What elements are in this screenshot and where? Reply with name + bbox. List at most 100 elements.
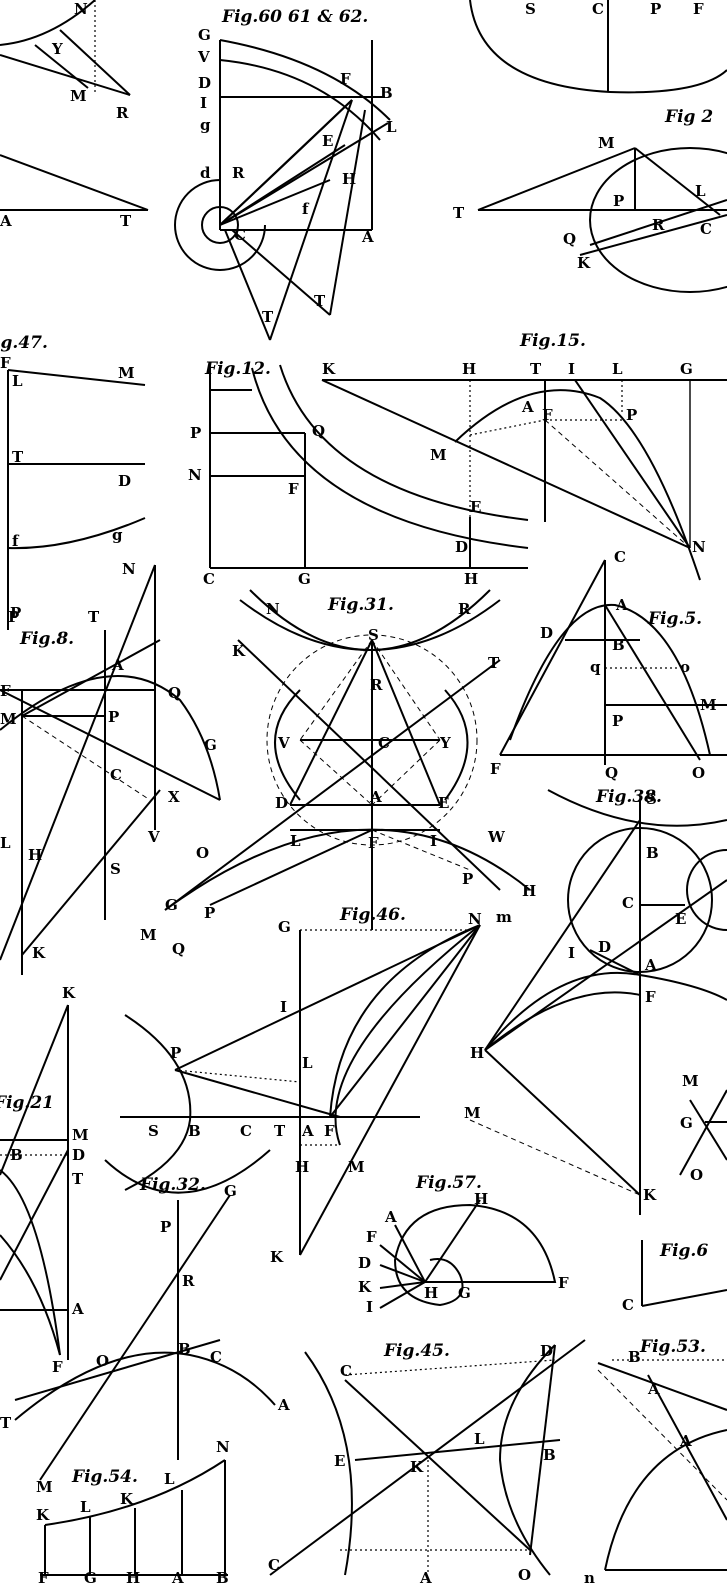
label-S: S bbox=[148, 1122, 159, 1140]
label-R: R bbox=[116, 104, 129, 122]
label-K: M bbox=[682, 1072, 699, 1090]
label-P: P bbox=[462, 870, 473, 888]
label-F: F bbox=[693, 0, 704, 18]
label-H: H bbox=[464, 570, 478, 588]
label-B: B bbox=[188, 1122, 201, 1140]
figure-right-cross: M G O bbox=[679, 1072, 727, 1184]
figure-15: Fig.15. K H T I L G A M F P N bbox=[321, 331, 727, 581]
label-Q: Q bbox=[172, 940, 185, 958]
label-B: B bbox=[646, 844, 659, 862]
label-B: M bbox=[72, 1126, 89, 1144]
label-P: P bbox=[613, 192, 624, 210]
caption-fig60: Fig.60 61 & 62. bbox=[221, 7, 368, 27]
figure-46: Fig.46. G N I P L S B C T A F H M K bbox=[120, 905, 482, 1266]
label-P: P bbox=[10, 604, 21, 622]
label-S: S bbox=[646, 790, 657, 808]
label-M: M bbox=[70, 87, 87, 105]
label-C: H bbox=[126, 1569, 140, 1583]
label-H: O bbox=[518, 1566, 531, 1583]
label-N: N bbox=[188, 466, 202, 484]
label-C: C bbox=[700, 220, 712, 238]
label-T: T bbox=[120, 212, 132, 230]
label-B: P bbox=[160, 1218, 171, 1236]
label-G: B bbox=[10, 1146, 23, 1164]
caption-fig54: Fig.54. bbox=[71, 1467, 138, 1487]
label-K: A bbox=[384, 1208, 397, 1226]
figure-6-fragment: Fig.6 C bbox=[622, 1240, 727, 1314]
label-G: G bbox=[278, 918, 291, 936]
caption-fig38: Fig.38. bbox=[595, 787, 662, 807]
label-M: M bbox=[0, 710, 17, 728]
label-F: F bbox=[645, 988, 656, 1006]
label-m: m bbox=[496, 908, 512, 926]
label-D: D bbox=[455, 538, 468, 556]
label-g: g bbox=[112, 526, 123, 544]
figure-5: Fig.5. C D A B q o M P F Q O bbox=[490, 548, 727, 782]
label-D: D bbox=[275, 794, 288, 812]
label-N: N bbox=[692, 538, 706, 556]
label-E: B bbox=[216, 1569, 229, 1583]
label-F: I bbox=[366, 1298, 373, 1316]
label-F: F bbox=[0, 354, 11, 372]
label-A: D bbox=[72, 1146, 85, 1164]
label-L: N bbox=[216, 1438, 230, 1456]
caption-fig21: Fig.21 bbox=[0, 1093, 54, 1113]
label-M: G bbox=[680, 1114, 693, 1132]
label-O: G bbox=[224, 1182, 237, 1200]
figure-47: Fig.47. F M L T D f g P bbox=[0, 333, 146, 630]
figure-2: Fig 2 M T L P R C Q K bbox=[453, 107, 727, 293]
label-L: L bbox=[695, 182, 706, 200]
label-A: A bbox=[0, 212, 12, 230]
label-A: A bbox=[111, 656, 124, 674]
label-F: T bbox=[72, 1170, 84, 1188]
label-K: L bbox=[164, 1470, 175, 1488]
label-F: F bbox=[0, 682, 11, 700]
label-P: P bbox=[190, 424, 201, 442]
label-Q: Q bbox=[605, 764, 618, 782]
label-H: T bbox=[0, 1414, 12, 1432]
label-G: K bbox=[358, 1278, 372, 1296]
label-L: L bbox=[12, 372, 23, 390]
label-T: T bbox=[488, 654, 500, 672]
label-O: B bbox=[543, 1446, 556, 1464]
label-S: S bbox=[110, 860, 121, 878]
label-V: V bbox=[147, 828, 160, 846]
label-F: F bbox=[340, 70, 351, 88]
label-A: A bbox=[301, 1122, 314, 1140]
label-C: K bbox=[410, 1458, 424, 1476]
caption-fig6x: Fig.6 bbox=[659, 1241, 708, 1261]
label-g: g bbox=[200, 116, 211, 134]
label-P: P bbox=[108, 708, 119, 726]
label-L: L bbox=[302, 1054, 313, 1072]
figure-60-61-62: Fig.60 61 & 62. G V D I g d B L E H f R … bbox=[174, 7, 397, 341]
figure-top-right-ellipse: S C P F bbox=[469, 0, 727, 94]
figure-54: Fig.54. N L K L K F G H A B bbox=[36, 1438, 230, 1583]
label-q: q bbox=[590, 658, 601, 676]
label-P: A bbox=[71, 1300, 84, 1318]
label-T: T bbox=[274, 1122, 286, 1140]
label-C: C bbox=[234, 226, 246, 244]
label-T: T bbox=[314, 292, 326, 310]
figure-31: Fig.31. N R S K T R V C Y D A E O L I bbox=[140, 589, 536, 958]
label-G: G bbox=[204, 736, 217, 754]
label-Q: Q bbox=[563, 230, 576, 248]
label-C: C bbox=[592, 0, 604, 18]
label-A: A bbox=[361, 228, 374, 246]
label-C: C bbox=[240, 1122, 252, 1140]
label-Q: Q bbox=[168, 684, 181, 702]
label-L: A bbox=[679, 1432, 692, 1450]
label-H: H bbox=[342, 170, 356, 188]
caption-fig15: Fig.15. bbox=[519, 331, 586, 351]
label-G: G bbox=[298, 570, 311, 588]
label-R: R bbox=[458, 600, 471, 618]
label-F: F bbox=[324, 1122, 335, 1140]
label-F: F bbox=[490, 760, 501, 778]
label-K: n bbox=[584, 1569, 595, 1583]
label-B: G bbox=[458, 1284, 471, 1302]
label-A: A bbox=[644, 956, 657, 974]
caption-fig47: Fig.47. bbox=[0, 333, 48, 353]
label-V: V bbox=[197, 48, 210, 66]
label-C: C bbox=[110, 766, 122, 784]
label-T: T bbox=[262, 308, 274, 326]
